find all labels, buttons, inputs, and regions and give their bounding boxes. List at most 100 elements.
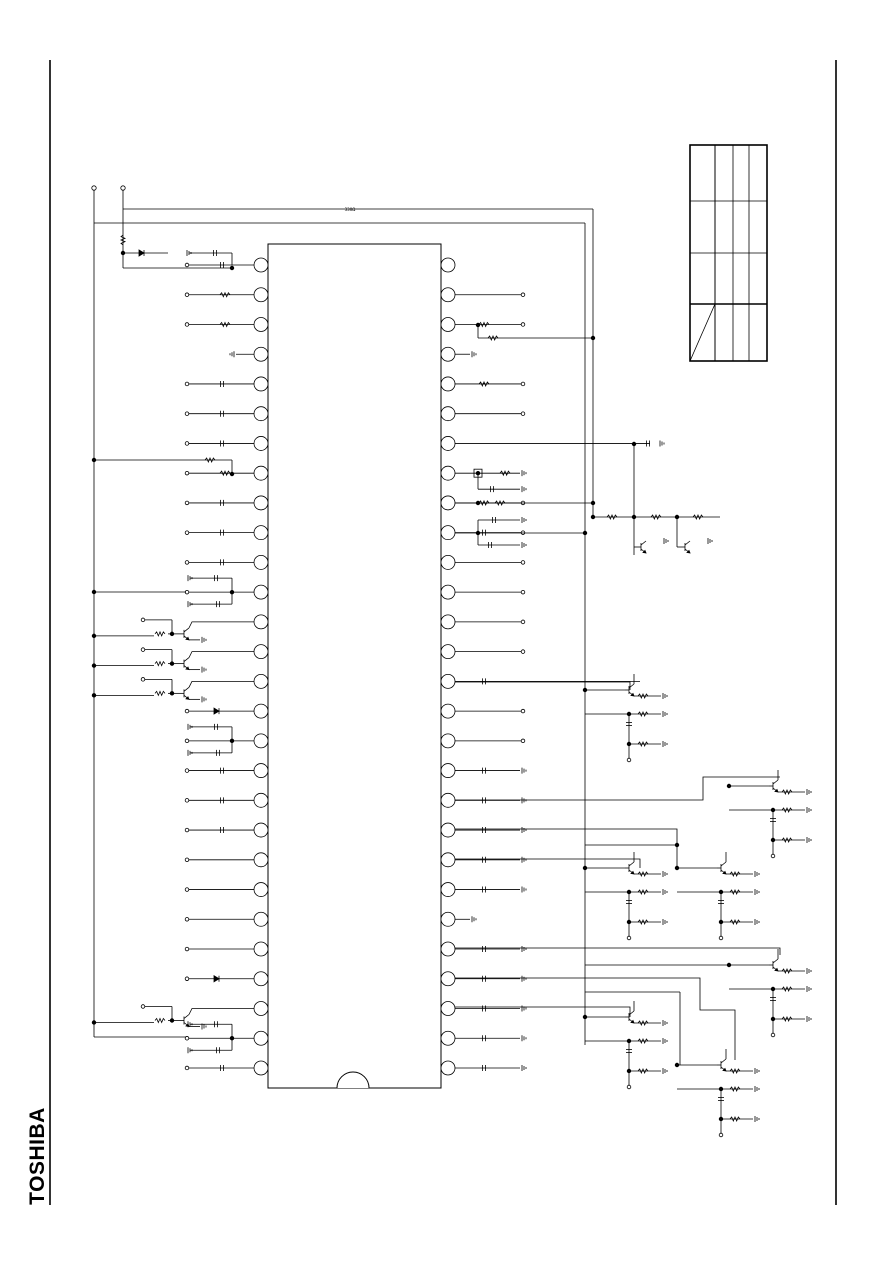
wire xyxy=(455,947,781,955)
wire xyxy=(684,540,691,546)
resistor xyxy=(637,1019,649,1027)
ic-pin xyxy=(253,941,269,957)
junction-dot xyxy=(229,738,235,744)
resistor xyxy=(119,234,127,246)
title-block xyxy=(689,144,768,362)
wire xyxy=(183,627,190,633)
ic-pin xyxy=(253,822,269,838)
terminal xyxy=(184,560,190,565)
terminal xyxy=(626,1084,632,1090)
resistor xyxy=(219,470,231,477)
resistor xyxy=(637,740,649,748)
ic-pin xyxy=(253,376,269,392)
wire xyxy=(188,680,200,688)
ic-pin xyxy=(440,584,456,600)
resistor xyxy=(154,1017,166,1024)
junction-dot xyxy=(91,693,97,698)
resistor xyxy=(219,291,231,298)
terminal xyxy=(184,976,190,981)
junction-dot xyxy=(582,530,588,536)
resistor xyxy=(499,470,511,477)
resistor xyxy=(494,499,506,507)
junction-dot xyxy=(475,470,481,476)
terminal xyxy=(140,647,146,652)
ic-pin xyxy=(253,495,269,511)
terminal xyxy=(520,649,526,654)
emitter-arrow xyxy=(686,549,691,554)
resistor xyxy=(729,1067,741,1075)
resistor xyxy=(729,1085,741,1093)
emitter-arrow xyxy=(722,870,727,875)
resistor xyxy=(637,1067,649,1075)
ic-pin xyxy=(440,287,456,303)
resistor xyxy=(692,513,704,521)
terminal xyxy=(770,853,776,859)
ic-pin xyxy=(440,703,456,719)
junction-dot xyxy=(169,661,175,666)
ic-pin xyxy=(253,852,269,868)
wire xyxy=(183,657,190,662)
ic-pin xyxy=(440,1001,456,1016)
terminal xyxy=(184,768,190,773)
junction-dot xyxy=(169,1018,175,1023)
ic-pin xyxy=(253,882,269,897)
junction-dot xyxy=(631,514,637,520)
resistor xyxy=(478,321,490,328)
wire xyxy=(772,779,779,785)
ic-pin xyxy=(440,1060,456,1076)
resistor xyxy=(487,334,499,342)
wire xyxy=(183,687,190,692)
wire xyxy=(455,1006,631,1017)
junction-dot xyxy=(590,514,596,520)
wire xyxy=(628,861,635,867)
ic-pin xyxy=(440,346,456,362)
terminal xyxy=(184,1065,190,1071)
terminal xyxy=(184,857,190,862)
resistor xyxy=(637,710,649,718)
junction-dot xyxy=(674,842,680,848)
ic-pin xyxy=(440,852,456,868)
terminal xyxy=(520,411,526,416)
terminal xyxy=(184,1036,190,1041)
ic-pin xyxy=(440,763,456,778)
ic-pin xyxy=(253,763,269,778)
terminal xyxy=(184,946,190,952)
terminal xyxy=(184,381,190,387)
wire xyxy=(188,1008,200,1015)
ic-pin xyxy=(253,287,269,303)
terminal xyxy=(520,560,526,565)
resistor xyxy=(154,690,166,697)
bus-resistor-label: 330Ω xyxy=(345,207,356,212)
ic-pin xyxy=(253,525,269,541)
terminal xyxy=(184,738,190,744)
ic-pin xyxy=(253,911,269,927)
ic-pin xyxy=(440,436,456,451)
ic-pin xyxy=(253,614,269,630)
terminal xyxy=(184,411,190,416)
resistor xyxy=(637,870,649,878)
junction-dot xyxy=(590,500,596,506)
ic-pin xyxy=(440,882,456,897)
junction-dot xyxy=(229,1036,235,1041)
ic-pin xyxy=(440,941,456,957)
resistor xyxy=(781,788,793,796)
emitter-arrow xyxy=(774,788,779,793)
wire xyxy=(720,861,727,867)
terminal xyxy=(184,292,190,297)
resistor xyxy=(219,321,231,328)
wire xyxy=(188,621,200,629)
emitter-arrow xyxy=(185,666,190,671)
ic-pin xyxy=(253,703,269,719)
resistor xyxy=(637,1037,649,1045)
ic-pin xyxy=(440,555,456,570)
junction-dot xyxy=(475,500,481,506)
terminal xyxy=(184,262,190,268)
ic-pin xyxy=(440,495,456,511)
junction-dot xyxy=(91,633,97,639)
terminal xyxy=(184,530,190,535)
resistor xyxy=(729,870,741,878)
ic-pin xyxy=(440,971,456,987)
junction-dot xyxy=(229,265,235,271)
ic-pin xyxy=(253,584,269,600)
